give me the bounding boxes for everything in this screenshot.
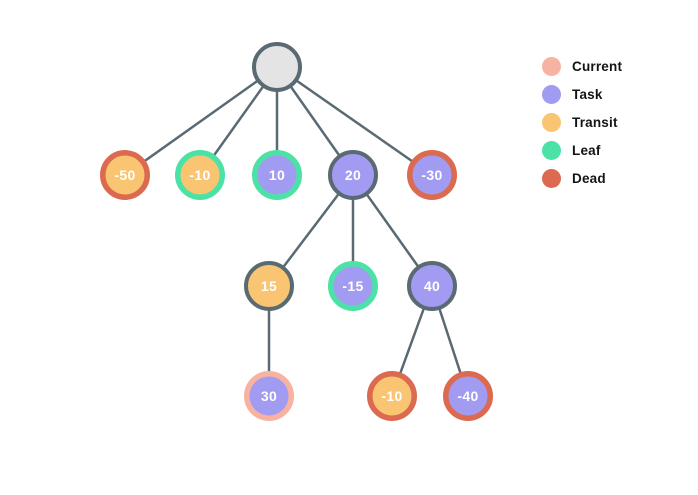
tree-root-node: [252, 42, 302, 92]
tree-node: -15: [328, 261, 378, 311]
tree-node: 10: [252, 150, 302, 200]
node-value-label: 15: [261, 278, 277, 294]
node-value-label: 10: [269, 167, 285, 183]
tree-edge: [124, 65, 278, 177]
legend-label-transit: Transit: [572, 114, 618, 130]
node-circle: [443, 371, 493, 421]
legend-label-task: Task: [572, 86, 603, 102]
legend-item-leaf: Leaf: [542, 136, 622, 164]
node-value-label: -15: [342, 278, 363, 294]
node-circle: [100, 150, 150, 200]
tree-node: -50: [100, 150, 150, 200]
transit-swatch-icon: [542, 112, 561, 132]
tree-edge: [276, 65, 433, 177]
node-value-label: 40: [424, 278, 440, 294]
node-circle: [175, 150, 225, 200]
node-value-label: -10: [189, 167, 210, 183]
node-value-label: -50: [114, 167, 135, 183]
legend-label-current: Current: [572, 58, 623, 74]
node-circle: [252, 42, 302, 92]
dead-swatch-icon: [542, 168, 561, 188]
node-circle: [328, 150, 378, 200]
tree-node: 30: [244, 371, 294, 421]
leaf-swatch-icon: [542, 140, 561, 160]
tree-node: 15: [244, 261, 294, 311]
tree-node: -30: [407, 150, 457, 200]
legend: Current Task Transit Leaf Dead: [542, 52, 622, 192]
task-swatch-icon: [542, 84, 561, 104]
tree-node: -40: [443, 371, 493, 421]
legend-item-dead: Dead: [542, 164, 622, 192]
node-circle: [407, 150, 457, 200]
tree-node: -10: [175, 150, 225, 200]
node-value-label: 20: [345, 167, 361, 183]
node-value-label: -30: [421, 167, 442, 183]
tree-node: -10: [367, 371, 417, 421]
legend-item-transit: Transit: [542, 108, 622, 136]
node-circle: [252, 150, 302, 200]
current-swatch-icon: [542, 56, 561, 76]
node-value-label: -40: [457, 388, 478, 404]
node-circle: [244, 261, 294, 311]
node-value-label: -10: [381, 388, 402, 404]
legend-label-leaf: Leaf: [572, 142, 601, 158]
legend-item-task: Task: [542, 80, 622, 108]
node-circle: [244, 371, 294, 421]
legend-item-current: Current: [542, 52, 622, 80]
node-value-label: 30: [261, 388, 277, 404]
tree-node: 40: [407, 261, 457, 311]
node-circle: [328, 261, 378, 311]
tree-node: 20: [328, 150, 378, 200]
node-circle: [367, 371, 417, 421]
legend-label-dead: Dead: [572, 170, 606, 186]
node-circle: [407, 261, 457, 311]
